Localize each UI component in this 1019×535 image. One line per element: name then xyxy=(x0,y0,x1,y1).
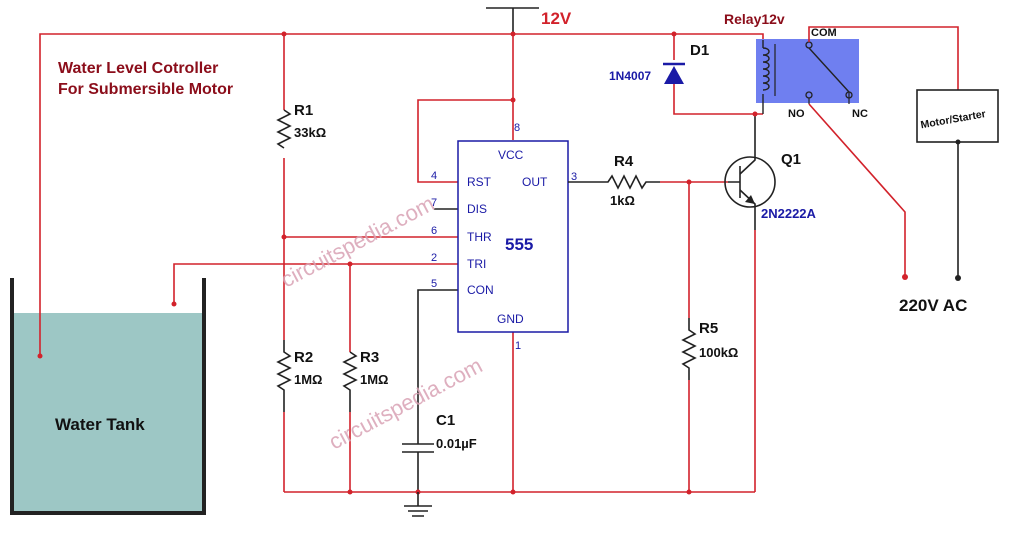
c1-ref: C1 xyxy=(436,412,455,429)
tri-wire xyxy=(173,263,458,304)
pin-tri-label: TRI xyxy=(467,257,486,271)
c1-capacitor xyxy=(402,443,434,453)
watermark-upper: circuitspedia.com xyxy=(277,191,439,293)
r1-resistor xyxy=(276,109,292,149)
relay-body xyxy=(756,39,859,103)
title-line2: For Submersible Motor xyxy=(58,81,233,98)
relay-nc-label: NC xyxy=(852,108,868,120)
title-line1: Water Level Cotroller xyxy=(58,60,218,77)
pin-5-number: 5 xyxy=(431,278,437,290)
water-tank: Water Tank xyxy=(10,278,206,515)
r5-value: 100kΩ xyxy=(699,345,738,360)
pin-2-number: 2 xyxy=(431,252,437,264)
r1-value: 33kΩ xyxy=(294,125,326,140)
pin-rst-label: RST xyxy=(467,175,492,189)
probe-high-dot xyxy=(171,301,177,307)
con-wire xyxy=(417,289,458,444)
relay-terminal-leads xyxy=(808,92,850,104)
node-dot xyxy=(752,111,758,117)
q1-part: 2N2222A xyxy=(761,206,817,221)
no-to-ac-wire xyxy=(808,103,906,277)
relay-contact-arm xyxy=(808,47,850,93)
pin-out-label: OUT xyxy=(522,175,548,189)
supply-label: 12V xyxy=(541,9,572,28)
ic-name: 555 xyxy=(505,235,533,254)
probe-low-dot xyxy=(37,353,43,359)
pin-8-number: 8 xyxy=(514,122,520,134)
r4-ref: R4 xyxy=(614,153,634,170)
pin-thr-label: THR xyxy=(467,230,492,244)
ac-terminal-red xyxy=(902,274,908,280)
relay-no-label: NO xyxy=(788,108,805,120)
motor-terminal xyxy=(955,139,961,145)
relay-label: Relay12v xyxy=(724,11,785,27)
com-to-motor-wire xyxy=(808,26,959,90)
node-dot xyxy=(347,489,353,495)
pin-dis-label: DIS xyxy=(467,202,487,216)
d1-part: 1N4007 xyxy=(609,69,651,83)
relay-coil xyxy=(762,47,770,91)
ac-label: 220V AC xyxy=(899,296,967,315)
r3-ref: R3 xyxy=(360,349,379,366)
pin-gnd-label: GND xyxy=(497,312,524,326)
c1-value: 0.01µF xyxy=(436,436,477,451)
diode-bottom-wire xyxy=(673,84,763,115)
pin-con-label: CON xyxy=(467,283,494,297)
pin-3-number: 3 xyxy=(571,171,577,183)
r4-resistor xyxy=(568,174,660,190)
tank-label: Water Tank xyxy=(55,415,145,434)
water-fill xyxy=(14,313,203,513)
r4-value: 1kΩ xyxy=(610,193,635,208)
d1-diode xyxy=(664,66,684,84)
pin-1-number: 1 xyxy=(515,340,521,352)
d1-ref: D1 xyxy=(690,42,709,59)
pin-vcc-label: VCC xyxy=(498,148,524,162)
r3-value: 1MΩ xyxy=(360,372,388,387)
r2-resistor xyxy=(276,340,292,412)
node-dot xyxy=(281,234,287,240)
r5-ref: R5 xyxy=(699,320,718,337)
r3-resistor xyxy=(342,351,358,412)
tank-walls xyxy=(10,278,206,515)
r2-ref: R2 xyxy=(294,349,313,366)
pin-4-number: 4 xyxy=(431,170,437,182)
q1-transistor xyxy=(724,114,776,230)
ac-terminal-black xyxy=(955,275,961,281)
r1-ref: R1 xyxy=(294,102,313,119)
ground-symbol xyxy=(404,492,432,517)
ic-555-body xyxy=(457,140,569,333)
pin-7-number: 7 xyxy=(431,197,437,209)
reset-wire xyxy=(417,99,513,183)
r2-value: 1MΩ xyxy=(294,372,322,387)
relay-com-label: COM xyxy=(811,27,837,39)
pin-6-number: 6 xyxy=(431,225,437,237)
r5-resistor xyxy=(681,318,697,380)
node-dot xyxy=(510,97,516,103)
q1-ref: Q1 xyxy=(781,151,801,168)
